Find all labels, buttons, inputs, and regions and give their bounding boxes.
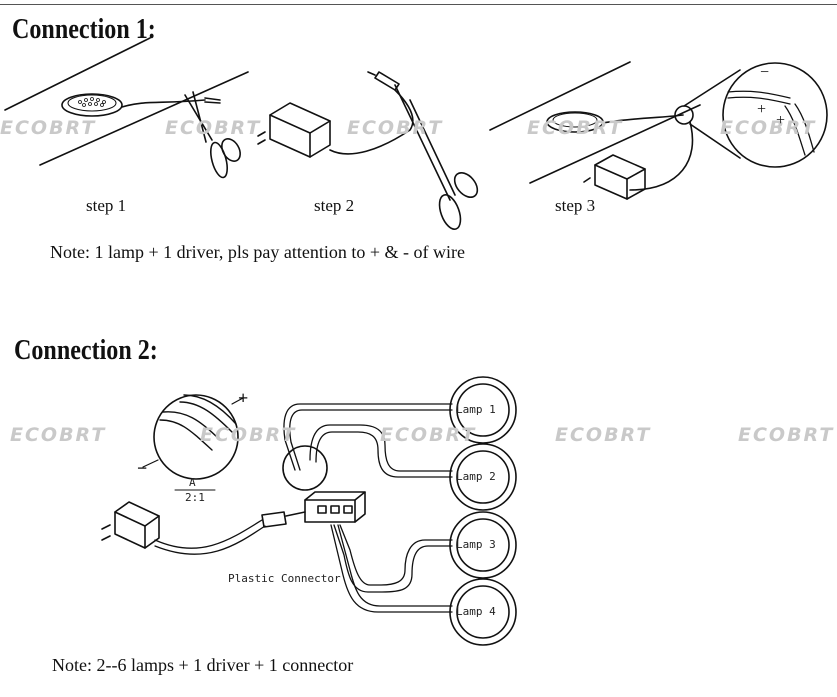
step3-driver-icon: [583, 154, 646, 200]
step-2-label: step 2: [314, 196, 355, 215]
step1-illustration: [4, 37, 249, 179]
step3-illustration: [489, 61, 828, 200]
detail-label-a: A: [189, 476, 196, 489]
watermark-6: ECOBRT: [10, 424, 107, 446]
plastic-connector-label: Plastic Connector: [228, 572, 341, 585]
watermark-5: ECOBRT: [720, 117, 817, 139]
lamp-3-label: Lamp 3: [456, 538, 496, 551]
lamp-2-label: Lamp 2: [456, 470, 496, 483]
step3-plus-mark-2: +: [776, 112, 786, 129]
plastic-connector-icon: [304, 491, 366, 523]
step-1-label: step 1: [86, 196, 127, 215]
step-3-label: step 3: [555, 196, 596, 215]
step1-lamp-icon: [61, 93, 123, 117]
lamp3-icon: [449, 511, 517, 579]
step1-shelf-edge-bottom: [39, 71, 249, 166]
step3-zoom-circle: [722, 62, 828, 168]
connection-1-note: Note: 1 lamp + 1 driver, pls pay attenti…: [50, 242, 465, 262]
watermark-7: ECOBRT: [200, 424, 297, 446]
lamp-4-label: Lamp 4: [456, 605, 496, 618]
connection2-driver-icon: [101, 501, 160, 549]
watermark-4: ECOBRT: [527, 117, 624, 139]
watermark-8: ECOBRT: [380, 424, 477, 446]
watermark-1: ECOBRT: [0, 117, 97, 139]
connection-1-title: Connection 1:: [12, 14, 156, 45]
step2-driver-icon: [257, 102, 331, 158]
watermark-9: ECOBRT: [555, 424, 652, 446]
connection-2-title: Connection 2:: [14, 335, 158, 366]
step1-scissors-icon: [184, 91, 241, 179]
connector-joint-circle: [282, 445, 328, 491]
watermark-10: ECOBRT: [738, 424, 835, 446]
top-border-line: [0, 4, 837, 5]
step3-shelf-edge-bottom: [529, 104, 701, 184]
detail-minus-mark: −: [137, 458, 148, 478]
dc-plug-icon: [261, 511, 306, 528]
step2-scissors-icon: [394, 84, 479, 230]
step1-shelf-edge-top: [4, 37, 151, 111]
connection-2-note: Note: 2--6 lamps + 1 driver + 1 connecto…: [52, 655, 354, 675]
detail-scale: 2:1: [185, 491, 205, 504]
watermark-2: ECOBRT: [165, 117, 262, 139]
step3-plus-mark: +: [757, 101, 767, 118]
connection2-illustration: [101, 376, 517, 646]
lamp-1-label: Lamp 1: [456, 403, 496, 416]
step2-illustration: [257, 71, 479, 230]
step3-lamp-icon: [546, 111, 604, 133]
step3-minus-mark: −: [760, 64, 770, 81]
watermark-3: ECOBRT: [347, 117, 444, 139]
step3-shelf-edge-top: [489, 61, 631, 131]
detail-zoom-circle: [153, 394, 239, 480]
detail-plus-mark: +: [238, 388, 249, 408]
step2-plug-icon: [367, 71, 400, 91]
